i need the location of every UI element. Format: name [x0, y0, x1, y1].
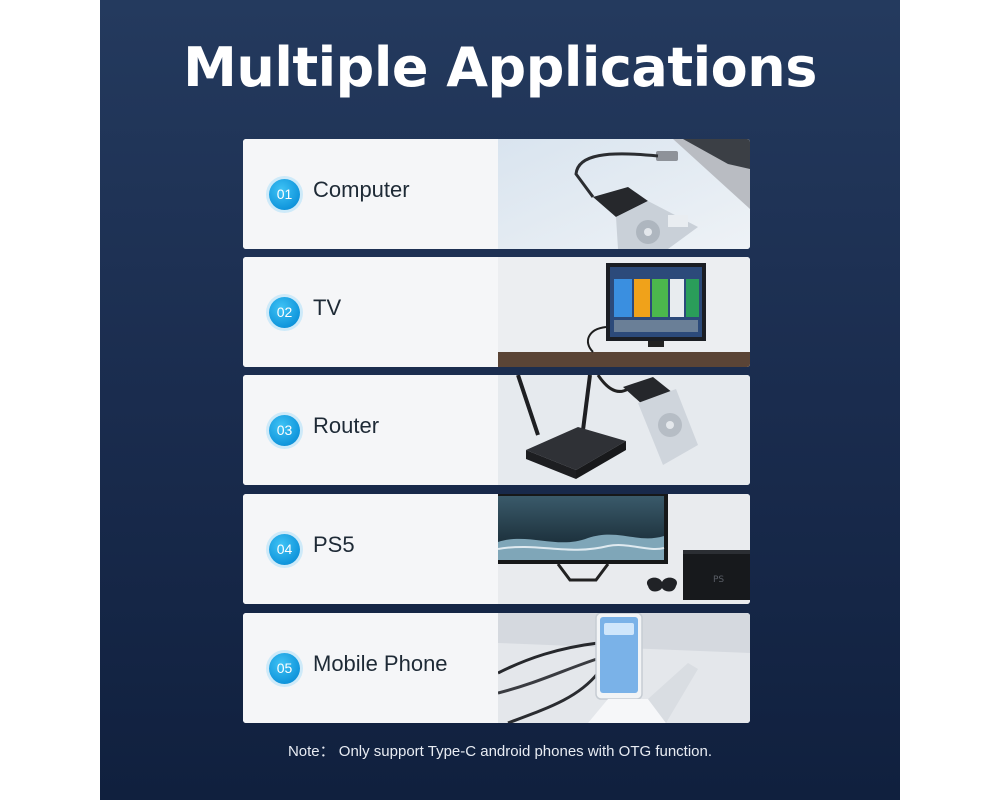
application-label: Computer	[313, 177, 410, 202]
application-card-ps5: 04 PS5 PS	[243, 494, 750, 604]
mobile-phone-scene-icon	[498, 613, 750, 723]
application-card-router: 03 Router	[243, 375, 750, 485]
application-card-text-area: 04 PS5	[243, 494, 498, 604]
computer-scene-icon	[498, 139, 750, 249]
application-card-text-area: 02 TV	[243, 257, 498, 367]
number-badge: 04	[269, 534, 300, 565]
application-card-text-area: 03 Router	[243, 375, 498, 485]
svg-text:PS: PS	[713, 575, 724, 585]
application-label: PS5	[313, 532, 355, 557]
page-title: Multiple Applications	[183, 36, 817, 99]
application-card-tv: 02 TV	[243, 257, 750, 367]
application-card-text-area: 01 Computer	[243, 139, 498, 249]
number-badge: 01	[269, 179, 300, 210]
application-label: TV	[313, 295, 342, 320]
application-card-mobile-phone: 05 Mobile Phone	[243, 613, 750, 723]
compatibility-note: Note： Only support Type-C android phones…	[287, 743, 713, 760]
number-badge: 03	[269, 415, 300, 446]
application-label: Mobile Phone	[313, 651, 448, 676]
tv-scene-icon	[498, 257, 750, 367]
number-badge: 02	[269, 297, 300, 328]
application-card-text-area: 05 Mobile Phone	[243, 613, 498, 723]
ps5-scene-icon: PS	[498, 494, 750, 604]
router-scene-icon	[498, 375, 750, 485]
poster-panel: Multiple Applications 01 Computer	[100, 0, 900, 800]
number-badge: 05	[269, 653, 300, 684]
application-label: Router	[313, 413, 380, 438]
application-card-computer: 01 Computer	[243, 139, 750, 249]
